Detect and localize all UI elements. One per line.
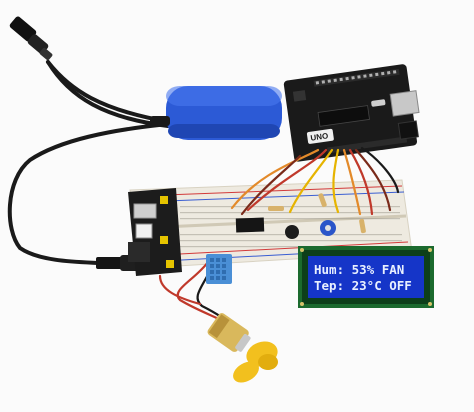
board-logo-text: UNO — [310, 131, 329, 142]
power-supply-module — [128, 188, 182, 276]
dc-jack-icon — [397, 120, 419, 140]
usb-port-icon — [389, 90, 420, 117]
dc-motor-fan — [207, 313, 278, 383]
dc-barrel-plug — [9, 16, 53, 61]
breadboard-components — [235, 193, 366, 239]
jumper-wires — [158, 146, 400, 330]
power-cables — [7, 60, 172, 265]
battery-pack — [150, 86, 282, 140]
lcd-line-1: Hum: 53% FAN — [314, 262, 404, 277]
arduino-uno-board: UNO — [283, 64, 420, 162]
lcd-module: Hum: 53% FAN Tep: 23°C OFF — [298, 246, 434, 308]
lcd-screen — [308, 256, 424, 298]
lcd-line-2: Tep: 23°C OFF — [314, 278, 412, 293]
dht11-sensor — [206, 254, 232, 284]
